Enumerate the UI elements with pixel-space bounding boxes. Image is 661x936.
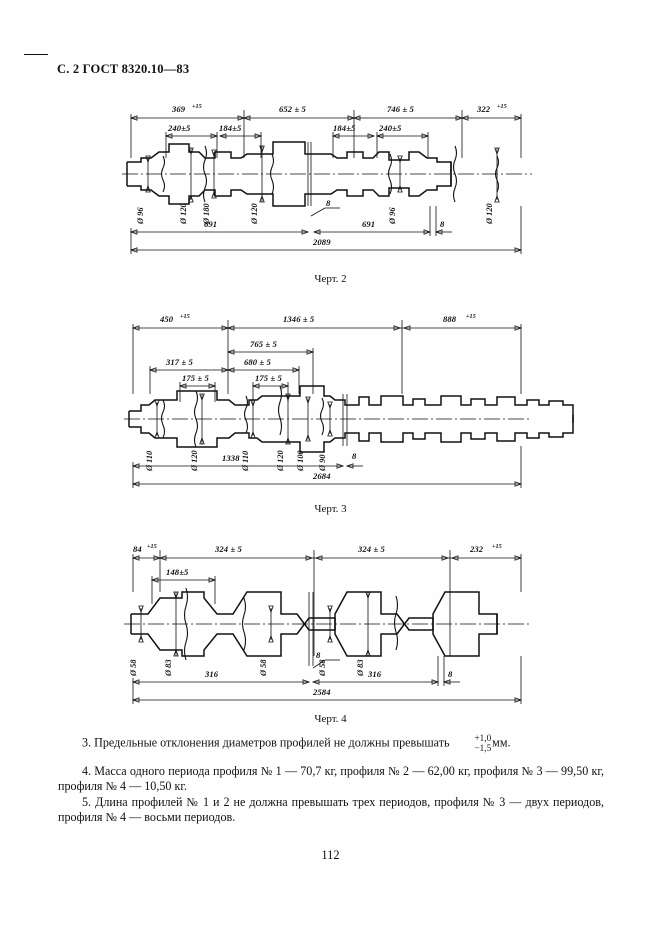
third-dimension-row: 317 ± 5 680 ± 5 <box>148 357 301 394</box>
dim-label: 184±5 <box>333 123 356 133</box>
figure-caption: Черт. 3 <box>314 503 347 515</box>
tolerance-lower: −1,5 <box>474 742 492 753</box>
dim-label: 450 <box>159 314 174 324</box>
figure-chert-3: 450 +15 1346 ± 5 888 +15 765 ± 5 317 ± 5 <box>0 306 661 515</box>
dim-label: 8 <box>326 198 331 208</box>
dim-label: 680 ± 5 <box>244 357 272 367</box>
bottom-dimension-chain: 691 691 8 8 2089 <box>129 198 523 254</box>
dim-label: 148±5 <box>166 567 189 577</box>
dim-label: 184±5 <box>219 123 242 133</box>
diameter-label: Ø 83 <box>164 659 173 677</box>
dim-label: 84 <box>133 544 142 554</box>
inner-dimension-chain: 148±5 <box>150 567 217 604</box>
diameter-label: Ø 110 <box>241 450 250 472</box>
diameter-label: Ø 120 <box>179 202 188 225</box>
dim-label: 8 <box>316 650 321 660</box>
figure-chert-4-drawing: 84 +15 324 ± 5 324 ± 5 232 +15 148±5 <box>124 543 530 704</box>
shaft-profile <box>122 141 532 207</box>
dim-label: 175 ± 5 <box>182 373 210 383</box>
dim-label: 316 <box>204 669 219 679</box>
dim-tol: +15 <box>466 313 476 320</box>
dim-tol: +15 <box>497 103 507 110</box>
page-header: С. 2 ГОСТ 8320.10—83 <box>24 54 190 77</box>
diameter-label: Ø 120 <box>276 449 285 472</box>
dim-label: 324 ± 5 <box>357 544 386 554</box>
header-text: С. 2 ГОСТ 8320.10—83 <box>57 62 190 76</box>
dim-tol: +15 <box>192 103 202 110</box>
diameter-label: Ø 96 <box>136 207 145 225</box>
dim-label: 232 <box>469 544 484 554</box>
inner-dimension-chain: 240±5 184±5 184±5 240±5 <box>164 123 430 158</box>
figure-chert-3-drawing: 450 +15 1346 ± 5 888 +15 765 ± 5 317 ± 5 <box>124 313 574 488</box>
dim-label: 652 ± 5 <box>279 104 307 114</box>
dim-label: 316 <box>367 669 382 679</box>
figure-caption: Черт. 2 <box>314 273 347 285</box>
tolerance-fraction: +1,0−1,5 <box>451 733 492 753</box>
dim-label: 240±5 <box>167 123 191 133</box>
shaft-profile <box>124 385 574 453</box>
dim-label: 765 ± 5 <box>250 339 278 349</box>
dim-tol: +15 <box>147 543 157 550</box>
diameter-label: Ø 58 <box>129 659 138 677</box>
dim-label: 1346 ± 5 <box>283 314 315 324</box>
page-number: 112 <box>321 848 340 862</box>
dim-label: 2584 <box>312 687 331 697</box>
clause-5: 5. Длина профилей № 1 и 2 не должна прев… <box>58 795 604 825</box>
figure-chert-4: 84 +15 324 ± 5 324 ± 5 232 +15 148±5 <box>0 536 661 725</box>
dim-label: 746 ± 5 <box>387 104 415 114</box>
bottom-dimension-chain: 316 316 8 8 2584 <box>131 650 523 704</box>
diameter-label: Ø 58 <box>318 659 327 677</box>
diameter-label: Ø 120 <box>190 449 199 472</box>
diameter-callouts: Ø 58 Ø 83 Ø 58 Ø 58 Ø 83 <box>129 591 371 677</box>
diameter-label: Ø 120 <box>485 202 494 225</box>
dim-label: 369 <box>171 104 186 114</box>
diameter-label: Ø 90 <box>318 454 327 472</box>
top-dimension-chain: 84 +15 324 ± 5 324 ± 5 232 +15 <box>131 543 523 656</box>
clause-3-unit: мм. <box>492 735 511 750</box>
dim-tol: +15 <box>180 313 190 320</box>
diameter-callouts: Ø 96 Ø 120 Ø 180 Ø 120 Ø 96 <box>136 145 500 225</box>
bottom-dimension-chain: 1338 8 2684 <box>131 446 523 488</box>
figure-chert-2: 369 +15 652 ± 5 746 ± 5 322 +15 240±5 18 <box>0 96 661 285</box>
diameter-label: Ø 110 <box>145 450 154 472</box>
dim-label: 322 <box>476 104 491 114</box>
diameter-label: Ø 83 <box>356 659 365 677</box>
dim-label: 317 ± 5 <box>165 357 194 367</box>
dim-label: 240±5 <box>378 123 402 133</box>
diameter-label: Ø 100 <box>296 449 305 472</box>
clause-4: 4. Масса одного периода профиля № 1 — 70… <box>58 764 604 794</box>
dim-label: 8 <box>440 219 445 229</box>
top-dimension-chain: 369 +15 652 ± 5 746 ± 5 322 +15 <box>129 103 523 158</box>
dim-label: 1338 <box>222 453 240 463</box>
dim-label: 888 <box>443 314 457 324</box>
top-dimension-chain: 450 +15 1346 ± 5 888 +15 <box>131 313 523 394</box>
shaft-profile <box>124 587 530 666</box>
diameter-label: Ø 180 <box>202 202 211 225</box>
figure-caption: Черт. 4 <box>314 713 347 725</box>
diameter-label: Ø 58 <box>259 659 268 677</box>
clause-3: 3. Предельные отклонения диаметров профи… <box>58 733 604 753</box>
tolerance-upper: +1,0 <box>474 733 492 743</box>
fourth-dimension-row: 175 ± 5 175 ± 5 <box>178 373 290 402</box>
clause-3-text: 3. Предельные отклонения диаметров профи… <box>82 735 450 750</box>
dim-label: 691 <box>204 219 217 229</box>
diameter-label: Ø 120 <box>250 202 259 225</box>
dim-label: 8 <box>352 451 357 461</box>
dim-label: 8 <box>448 669 453 679</box>
diameter-callouts: Ø 110 Ø 120 Ø 110 Ø 120 Ø 100 <box>145 393 333 472</box>
dim-label: 2089 <box>312 237 331 247</box>
dim-tol: +15 <box>492 543 502 550</box>
header-rule <box>24 54 48 55</box>
dim-label: 2684 <box>312 471 331 481</box>
dim-label: 691 <box>362 219 375 229</box>
diameter-label: Ø 96 <box>388 207 397 225</box>
dim-label: 324 ± 5 <box>214 544 243 554</box>
dim-label: 175 ± 5 <box>255 373 283 383</box>
figure-chert-2-drawing: 369 +15 652 ± 5 746 ± 5 322 +15 240±5 18 <box>122 103 532 254</box>
